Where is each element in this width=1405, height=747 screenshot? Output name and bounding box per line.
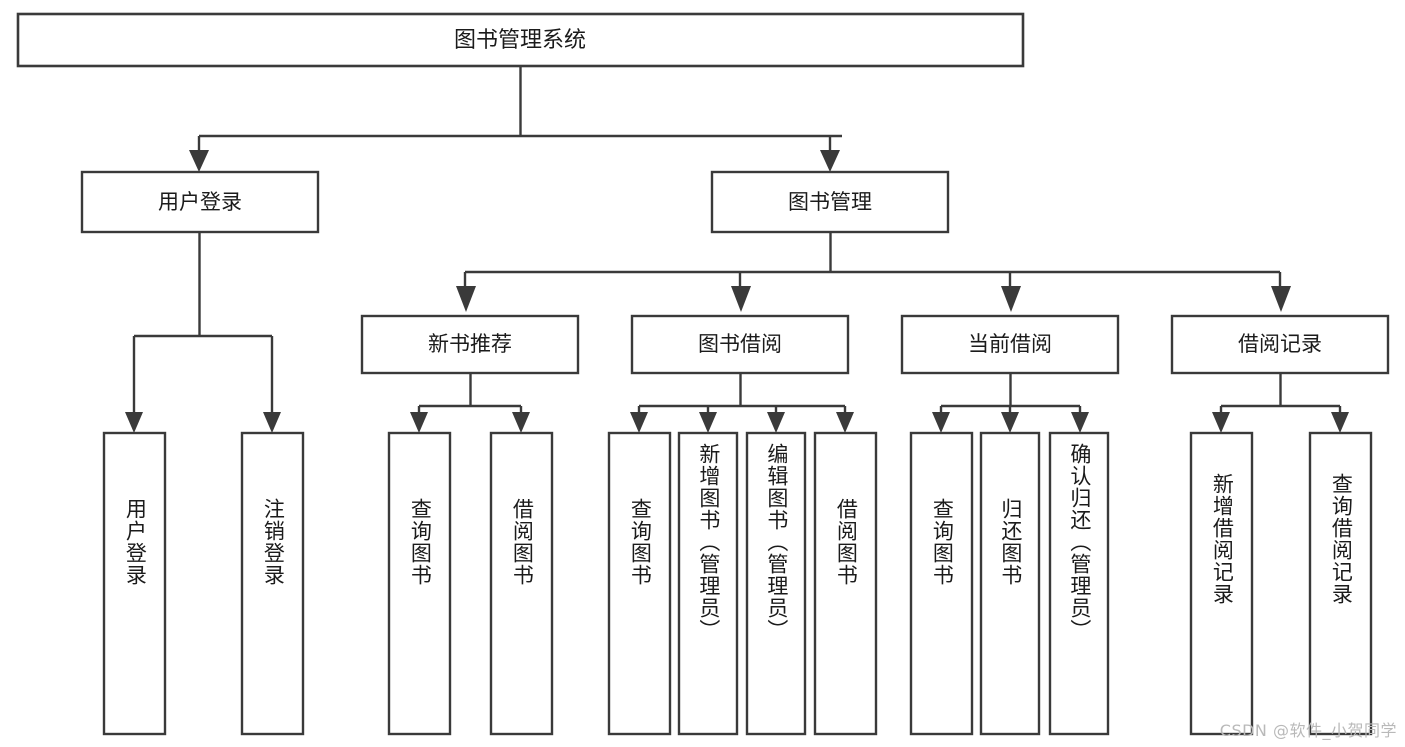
node-root-label: 图书管理系统 [454, 28, 586, 53]
arrow-icon-to-book-manage [820, 150, 840, 172]
node-borrow-record-label: 借阅记录 [1238, 332, 1322, 356]
arrow-icon-to-current-borrow [1001, 286, 1021, 312]
node-new-book-recommend-label: 新书推荐 [428, 332, 512, 356]
leaf-box-book-borrow-2[interactable] [745, 431, 807, 736]
arrowheads-layer [125, 150, 1349, 433]
leaf-boxes-borrow-record [1189, 431, 1373, 736]
node-user-login[interactable]: 用户登录 [80, 170, 320, 234]
node-current-borrow-label: 当前借阅 [968, 332, 1052, 356]
node-user-login-label: 用户登录 [158, 190, 242, 214]
leaf-box-current-borrow-2[interactable] [1048, 431, 1110, 736]
leaf-boxes-current-borrow [909, 431, 1110, 736]
arrow-icon-to-book-borrow [731, 286, 751, 312]
leaf-boxes-book-borrow [607, 431, 878, 736]
leaf-box-book-borrow-1[interactable] [677, 431, 739, 736]
node-book-manage[interactable]: 图书管理 [710, 170, 950, 234]
arrow-icon-to-new-book [456, 286, 476, 312]
leaf-boxes-user-login [102, 431, 305, 736]
arrow-icon-to-leaf-book-borrow-1 [699, 412, 717, 433]
arrow-icon-to-leaf-user-login-0 [125, 412, 143, 433]
leaf-box-user-login-0[interactable] [102, 431, 167, 736]
node-root[interactable]: 图书管理系统 [16, 12, 1025, 68]
leaf-boxes-new-book [387, 431, 554, 736]
watermark-text: CSDN @软件_小贺同学 [1219, 721, 1397, 740]
arrow-icon-to-leaf-book-borrow-3 [836, 412, 854, 433]
leaf-box-user-login-1[interactable] [240, 431, 305, 736]
leaf-box-current-borrow-0[interactable] [909, 431, 974, 736]
node-new-book-recommend[interactable]: 新书推荐 [360, 314, 580, 375]
leaf-box-new-book-0[interactable] [387, 431, 452, 736]
arrow-icon-to-leaf-new-book-1 [512, 412, 530, 433]
arrow-icon-to-leaf-borrow-record-0 [1212, 412, 1230, 433]
arrow-icon-to-user-login [189, 150, 209, 172]
node-book-manage-label: 图书管理 [788, 190, 872, 214]
arrow-icon-to-leaf-book-borrow-2 [767, 412, 785, 433]
node-book-borrow-label: 图书借阅 [698, 332, 782, 356]
arrow-icon-to-leaf-current-borrow-2 [1071, 412, 1089, 433]
arrow-icon-to-leaf-new-book-0 [410, 412, 428, 433]
leaf-box-borrow-record-1[interactable] [1308, 431, 1373, 736]
node-book-borrow[interactable]: 图书借阅 [630, 314, 850, 375]
leaf-box-borrow-record-0[interactable] [1189, 431, 1254, 736]
leaf-box-book-borrow-3[interactable] [813, 431, 878, 736]
arrow-icon-to-leaf-current-borrow-0 [932, 412, 950, 433]
arrow-icon-to-leaf-user-login-1 [263, 412, 281, 433]
node-current-borrow[interactable]: 当前借阅 [900, 314, 1120, 375]
node-borrow-record[interactable]: 借阅记录 [1170, 314, 1390, 375]
leaf-box-book-borrow-0[interactable] [607, 431, 672, 736]
arrow-icon-to-borrow-record [1271, 286, 1291, 312]
arrow-icon-to-leaf-borrow-record-1 [1331, 412, 1349, 433]
leaf-box-current-borrow-1[interactable] [979, 431, 1041, 736]
leaf-box-new-book-1[interactable] [489, 431, 554, 736]
arrow-icon-to-leaf-current-borrow-1 [1001, 412, 1019, 433]
arrow-icon-to-leaf-book-borrow-0 [630, 412, 648, 433]
nodes-layer: 图书管理系统 用户登录 图书管理 新书推荐 图书借阅 当前 [16, 12, 1390, 736]
